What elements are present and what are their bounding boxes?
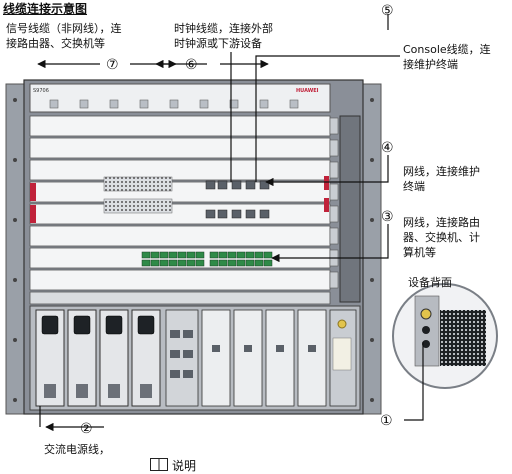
interface-board-ports: [141, 251, 273, 267]
callout-5-number: ⑤: [381, 3, 394, 19]
leader-lines: [37, 14, 424, 432]
rail-holes: [13, 98, 374, 402]
callout-7-number: ⑦: [106, 57, 119, 73]
callout-4-label-line-1: 网线，连接维护: [403, 165, 480, 178]
ground-point: [337, 319, 347, 329]
callout-7-label-line-1: 信号线缆（非网线），连: [6, 22, 122, 35]
rack-rail-right: [362, 83, 382, 415]
model-label: S9706: [33, 88, 49, 94]
fan-tray-red-mark-2: [324, 198, 329, 212]
callout-5-label-line-2: 接维护终端: [403, 58, 458, 71]
sru-ports-1: [205, 180, 270, 190]
callout-2-number: ②: [80, 421, 93, 437]
sru-ports-2: [205, 209, 270, 219]
sru-vent-grille-2: [103, 198, 173, 214]
callout-3-label-line-3: 算机等: [403, 246, 436, 259]
brand-label: HUAWEI: [296, 88, 319, 94]
callout-2-label-line-1: 交流电源线，: [44, 443, 110, 456]
top-vent-panel: [29, 83, 331, 113]
callout-3-number: ③: [381, 209, 394, 225]
callout-7-label-line-2: 接路由器、交换机等: [6, 37, 105, 50]
callout-4-number: ④: [381, 140, 394, 156]
rear-view-inset: [392, 283, 498, 389]
top-vent-latches: [49, 99, 299, 109]
callout-3-label-line-1: 网线，连接路由: [403, 216, 480, 229]
diagram-title: 线缆连接示意图: [3, 2, 88, 16]
power-sockets: [41, 315, 155, 335]
fan-tray-red-mark-1: [324, 176, 329, 190]
book-icon: [150, 458, 168, 471]
callout-3-label-line-2: 器、交换机、计: [403, 231, 480, 244]
warning-label: [332, 337, 352, 371]
rack-rail-left: [5, 83, 25, 415]
note-text: 说明: [172, 459, 197, 473]
fan-tray: [339, 115, 361, 303]
sru-red-handle-2: [30, 205, 36, 223]
callout-6-label-line-1: 时钟线缆，连接外部: [174, 22, 273, 35]
callout-1-number: ①: [380, 413, 393, 429]
card-slots: [29, 115, 331, 305]
callout-badges: ⑦ ⑥ ⑤ ④ ③ ② ①: [80, 3, 394, 437]
note-heading: 说明: [150, 457, 196, 474]
sru-red-handle-1: [30, 183, 36, 201]
callout-6-label-line-2: 时钟源或下游设备: [174, 37, 262, 50]
callout-6-number: ⑥: [185, 57, 198, 73]
sru-vent-grille-1: [103, 176, 173, 192]
rear-view-label: 设备背面: [408, 276, 452, 289]
rear-board-ports: [170, 330, 316, 378]
callout-5-label-line-1: Console线缆，连: [403, 43, 491, 56]
callout-4-label-line-2: 终端: [403, 180, 425, 193]
power-switches: [44, 384, 152, 398]
